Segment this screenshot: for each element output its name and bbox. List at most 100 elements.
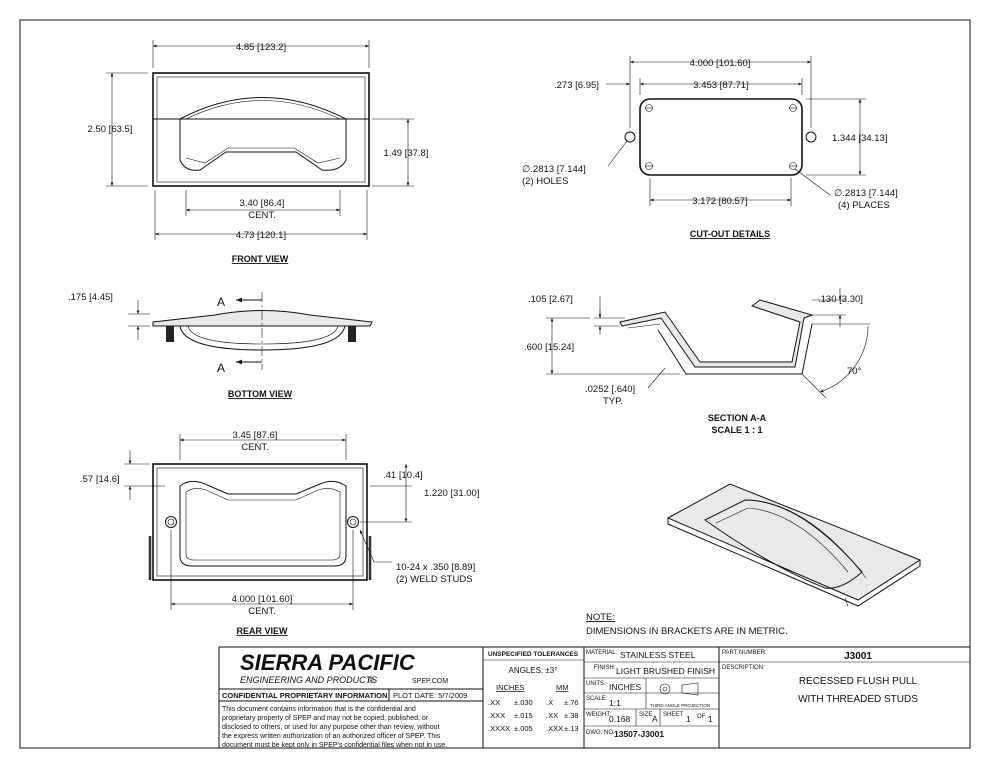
cutout-dim-overall: 4.000 [101.60] [690, 58, 751, 69]
confidential-line-1: This document contains information that … [222, 706, 416, 713]
svg-text:.XXXX: .XXXX [488, 724, 510, 733]
cutout-dim-corners: ∅.2813 [7.144] [834, 188, 898, 199]
svg-text:PART NUMBER:: PART NUMBER: [722, 650, 767, 656]
weight: 0.168 [609, 714, 631, 724]
svg-text:±.76: ±.76 [564, 698, 579, 707]
bottom-view-label: BOTTOM VIEW [228, 389, 293, 399]
svg-text:(2) WELD STUDS: (2) WELD STUDS [396, 574, 473, 585]
bottom-view-flange [152, 310, 373, 327]
svg-text:UNITS:: UNITS: [586, 681, 606, 687]
inches-heading: INCHES [496, 683, 524, 692]
front-view: 4.85 [123.2] 2.50 [63.5] 1.49 [37.8] 3.4… [88, 40, 429, 264]
svg-text:±.015: ±.015 [514, 711, 533, 720]
confidential-line-4: the express written authorization of an … [222, 733, 441, 740]
confidential-line-2: proprietary property of SPEP and may not… [222, 715, 429, 722]
svg-text:.XX: .XX [546, 711, 558, 720]
svg-text:CENT.: CENT. [241, 442, 268, 453]
front-dim-width-bottom: 4.73 [120.1] [236, 230, 286, 241]
svg-text:±.005: ±.005 [514, 724, 533, 733]
svg-text:.X: .X [546, 698, 553, 707]
svg-text:SCALE:: SCALE: [586, 696, 608, 702]
svg-text:.XXX: .XXX [488, 711, 505, 720]
section-dim-thickness: .0252 [.640] [585, 384, 635, 395]
front-dim-width-top: 4.85 [123.2] [236, 42, 286, 53]
svg-text:DESCRIPTION:: DESCRIPTION: [722, 665, 765, 671]
title-block: SIERRA PACIFIC ENGINEERING AND PRODUCTS … [218, 646, 971, 749]
confidential-heading: CONFIDENTIAL PROPRIETARY INFORMATION [222, 691, 387, 700]
website: SPEP.COM [412, 678, 448, 685]
section-scale: SCALE 1 : 1 [711, 425, 762, 435]
rear-dim-left: .57 [14.6] [80, 474, 120, 485]
svg-text:OF: OF [697, 714, 706, 720]
section-dim-top-left: .105 [2.67] [528, 294, 573, 305]
svg-text:MATERIAL:: MATERIAL: [586, 650, 618, 656]
cutout-dim-inner-bottom: 3.172 [80.57] [692, 196, 747, 207]
cutout-view: 4.000 [101.60] 3.453 [87.71] .273 [6.95]… [522, 56, 898, 239]
company-mark: ® [368, 676, 374, 685]
rear-dim-right: 1.220 [31.00] [424, 488, 479, 499]
projection-label: THIRD ANGLE PROJECTION [650, 703, 710, 708]
sheet-number: 1 [686, 714, 691, 724]
cutout-dim-inner-top: 3.453 [87.71] [693, 80, 748, 91]
svg-text:CENT.: CENT. [248, 606, 275, 617]
section-dim-top-right: .130 [3.30] [818, 294, 863, 305]
note-heading: NOTE: [586, 612, 615, 623]
bottom-dim-lip: .175 [4.45] [68, 292, 113, 303]
svg-text:FINISH:: FINISH: [594, 665, 616, 671]
note-text: DIMENSIONS IN BRACKETS ARE IN METRIC. [586, 626, 788, 637]
mm-heading: MM [556, 683, 569, 692]
svg-text:±.13: ±.13 [564, 724, 579, 733]
part-number: J3001 [844, 651, 872, 662]
section-mark-bottom: A [217, 361, 225, 375]
section-view: .105 [2.67] .600 [15.24] .130 [3.30] 70°… [524, 288, 870, 435]
cutout-hole-left [624, 131, 636, 143]
svg-text:.XX: .XX [488, 698, 500, 707]
rear-dim-right-small: .41 [10.4] [383, 470, 423, 481]
sheet-border [19, 19, 971, 749]
rear-dim-bottom: 4.000 [101.60] [232, 594, 293, 605]
drawing-number: 13507-J3001 [614, 729, 664, 739]
front-dim-cent: 3.40 [86.4] [240, 198, 285, 209]
material: STAINLESS STEEL [620, 650, 696, 660]
rear-view: 3.45 [87.6] CENT. .57 [14.6] .41 [10.4] … [80, 430, 479, 636]
plot-date: PLOT DATE: 5/7/2009 [393, 691, 467, 700]
rear-dim-studs: 10-24 x .350 [8.89] [396, 562, 475, 573]
finish: LIGHT BRUSHED FINISH [616, 666, 715, 676]
angles-tolerance: ANGLES: ±3° [509, 666, 558, 675]
svg-text:WEIGHT:: WEIGHT: [586, 712, 611, 718]
scale: 1:1 [609, 698, 621, 708]
svg-text:SIZE: SIZE [639, 712, 652, 718]
section-dim-depth: .600 [15.24] [524, 342, 574, 353]
svg-text:±.38: ±.38 [564, 711, 579, 720]
cutout-label: CUT-OUT DETAILS [690, 229, 770, 239]
projection-circle-icon [659, 683, 671, 695]
company-sub: ENGINEERING AND PRODUCTS [240, 675, 377, 685]
cutout-outline [639, 98, 803, 176]
front-dim-height-left: 2.50 [63.5] [88, 124, 133, 135]
sheet-total: 1 [708, 714, 713, 724]
units: INCHES [609, 682, 641, 692]
svg-text:(4) PLACES: (4) PLACES [838, 200, 890, 211]
svg-text:.XXX: .XXX [546, 724, 563, 733]
svg-text:±.030: ±.030 [514, 698, 533, 707]
cutout-hole-right [805, 131, 817, 143]
svg-text:CENT.: CENT. [248, 210, 275, 221]
section-label: SECTION A-A [708, 413, 767, 423]
iso-flange [666, 483, 922, 601]
svg-text:DWG. NO.: DWG. NO. [586, 730, 615, 736]
front-dim-height-right: 1.49 [37.8] [384, 148, 429, 159]
cutout-dim-offset: .273 [6.95] [554, 80, 599, 91]
isometric-view [666, 483, 922, 607]
confidential-line-5: document must be kept only in SPEP's con… [222, 742, 447, 749]
svg-text:SHEET: SHEET [663, 712, 683, 718]
svg-text:TYP.: TYP. [603, 396, 623, 407]
tolerances-heading: UNSPECIFIED TOLERANCES [488, 651, 579, 658]
company-name: SIERRA PACIFIC [240, 650, 416, 675]
section-profile [619, 299, 814, 368]
svg-text:(2) HOLES: (2) HOLES [522, 176, 568, 187]
bottom-view: A A .175 [4.45] BOTTOM VIEW [68, 292, 373, 399]
front-view-label: FRONT VIEW [232, 254, 289, 264]
description-line-2: WITH THREADED STUDS [798, 694, 918, 705]
cutout-dim-height: 1.344 [34.13] [832, 133, 887, 144]
